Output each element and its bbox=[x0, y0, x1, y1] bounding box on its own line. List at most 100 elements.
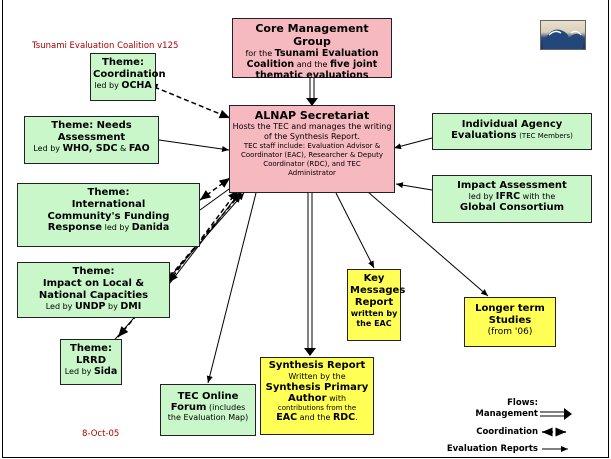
capacities-org: UNDP bbox=[74, 301, 106, 312]
forum-t2: Forum bbox=[170, 402, 207, 413]
capacities-t2: Impact on Local & bbox=[42, 278, 145, 289]
legend-evaluation: Evaluation Reports bbox=[446, 444, 538, 454]
longer-t3: (from '06) bbox=[487, 327, 533, 337]
impact-org2: Global Consortium bbox=[459, 202, 565, 213]
synthesis-l5c: RDC bbox=[332, 412, 356, 423]
impact-led: led by bbox=[468, 192, 494, 201]
date-label: 8-Oct-05 bbox=[82, 429, 120, 439]
needs-org2: SDC bbox=[95, 143, 118, 154]
coordination-org: OCHA bbox=[121, 80, 152, 91]
tec-forum-box: TEC Online Forum (includes the Evaluatio… bbox=[160, 384, 256, 436]
legend-coordination: Coordination bbox=[476, 427, 538, 437]
coord-line-coordination bbox=[146, 83, 231, 119]
synthesis-l5d: . bbox=[355, 413, 358, 422]
needs-led: Led by bbox=[33, 144, 61, 153]
core-l1: for the bbox=[245, 49, 273, 58]
theme-lrrd-box: Theme: LRRD Led by Sida bbox=[60, 339, 122, 385]
synthesis-l1: Written by the bbox=[288, 372, 346, 381]
alnap-l1: Hosts the TEC and manages the writing bbox=[232, 122, 392, 131]
synthesis-l3b: with bbox=[329, 394, 347, 403]
capacities-led: Led by bbox=[45, 302, 73, 311]
capacities-org2: DMI bbox=[120, 301, 142, 312]
forum-t1: TEC Online bbox=[177, 391, 239, 402]
funding-t1: Theme: bbox=[87, 187, 130, 198]
version-label: Tsunami Evaluation Coalition v125 bbox=[32, 41, 179, 51]
lrrd-org: Sida bbox=[93, 366, 118, 377]
lrrd-t2: LRRD bbox=[75, 355, 107, 366]
key-t2: Messages bbox=[350, 285, 406, 296]
agency-sub: (TEC Members) bbox=[519, 132, 573, 140]
alnap-l3: TEC staff include: Evaluation Advisor & bbox=[243, 142, 381, 150]
funding-led: led by bbox=[104, 223, 130, 232]
theme-funding-box: Theme: International Community's Funding… bbox=[17, 183, 200, 247]
needs-t1: Theme: Needs bbox=[51, 120, 132, 131]
key-t3: Report bbox=[354, 297, 394, 308]
eval-line-impact bbox=[395, 182, 433, 191]
key-t1: Key bbox=[363, 273, 385, 284]
eval-line-longer bbox=[367, 191, 489, 297]
lrrd-t1: Theme: bbox=[70, 343, 112, 354]
eval-line-agency bbox=[393, 137, 433, 150]
needs-org3: FAO bbox=[128, 143, 150, 154]
alnap-l4: Coordinator (EAC), Researcher & Deputy bbox=[240, 151, 383, 159]
capacities-by: by bbox=[108, 302, 118, 311]
legend-management: Management bbox=[475, 409, 538, 419]
legend-title: Flows: bbox=[507, 398, 538, 408]
impact-org: IFRC bbox=[495, 191, 521, 202]
key-t4: written by bbox=[350, 309, 398, 318]
alnap-l2: of the Synthesis Report. bbox=[263, 132, 361, 141]
alnap-secretariat-box: ALNAP Secretariat Hosts the TEC and mana… bbox=[229, 105, 395, 193]
needs-t2: Assessment bbox=[57, 132, 126, 143]
longer-t1: Longer term bbox=[475, 303, 545, 314]
forum-t2b: (includes bbox=[209, 403, 246, 412]
core-l2b: and the bbox=[296, 60, 328, 69]
theme-needs-box: Theme: Needs Assessment Led by WHO, SDC … bbox=[24, 116, 159, 164]
agency-evaluations-box: Individual Agency Evaluations (TEC Membe… bbox=[432, 113, 592, 150]
coordination-t1: Theme: bbox=[102, 57, 144, 68]
alnap-title: ALNAP Secretariat bbox=[254, 109, 370, 122]
synthesis-l5b: and the bbox=[299, 413, 331, 422]
needs-amp: & bbox=[120, 144, 127, 153]
capacities-t1: Theme: bbox=[72, 266, 115, 277]
core-l2c: five joint bbox=[330, 59, 378, 70]
core-title: Core Management Group bbox=[255, 22, 369, 48]
theme-capacities-box: Theme: Impact on Local & National Capaci… bbox=[17, 262, 170, 318]
eval-line-forum bbox=[206, 192, 257, 384]
eval-line-needs bbox=[158, 139, 230, 152]
eval-line-lrrd bbox=[109, 192, 245, 346]
alnap-l5: Coordinator (RDC), and TEC bbox=[263, 160, 361, 168]
mgmt-core-alnap bbox=[306, 78, 318, 106]
funding-t2: International bbox=[71, 199, 146, 210]
synthesis-l4: contributions from the bbox=[277, 404, 357, 412]
key-messages-box: Key Messages Report written by the EAC bbox=[347, 269, 406, 341]
mgmt-alnap-synthesis bbox=[304, 193, 316, 356]
theme-coordination-box: Theme: Coordination led by OCHA bbox=[90, 53, 166, 101]
funding-t3: Community's Funding bbox=[47, 211, 170, 222]
needs-org: WHO bbox=[62, 143, 89, 154]
synthesis-l2: Synthesis Primary bbox=[265, 382, 369, 393]
legend-management-line bbox=[540, 408, 572, 420]
synthesis-l5: EAC bbox=[276, 412, 298, 423]
lrrd-led: Led by bbox=[64, 367, 92, 376]
coordination-t2: Coordination bbox=[93, 69, 166, 80]
core-l3: thematic evaluations bbox=[255, 70, 369, 81]
impact-t1: Impact Assessment bbox=[457, 180, 567, 191]
synthesis-t1: Synthesis Report bbox=[268, 360, 366, 371]
eval-line-capacities bbox=[159, 191, 241, 297]
coordination-led: led by bbox=[94, 81, 119, 90]
funding-t4: Response bbox=[47, 222, 103, 233]
longer-t2: Studies bbox=[488, 315, 532, 326]
key-t5: the EAC bbox=[356, 319, 392, 328]
synthesis-l3: Author bbox=[287, 393, 327, 404]
impact-with: with the bbox=[522, 192, 556, 201]
longer-term-box: Longer term Studies (from '06) bbox=[464, 297, 556, 347]
eval-line-key bbox=[335, 192, 375, 269]
alnap-l6: Administrator bbox=[288, 169, 336, 177]
funding-org: Danida bbox=[131, 222, 170, 233]
capacities-t3: National Capacities bbox=[38, 290, 149, 301]
core-management-group-box: Core Management Group for the Tsunami Ev… bbox=[232, 18, 392, 81]
forum-t3: the Evaluation Map) bbox=[167, 413, 249, 422]
